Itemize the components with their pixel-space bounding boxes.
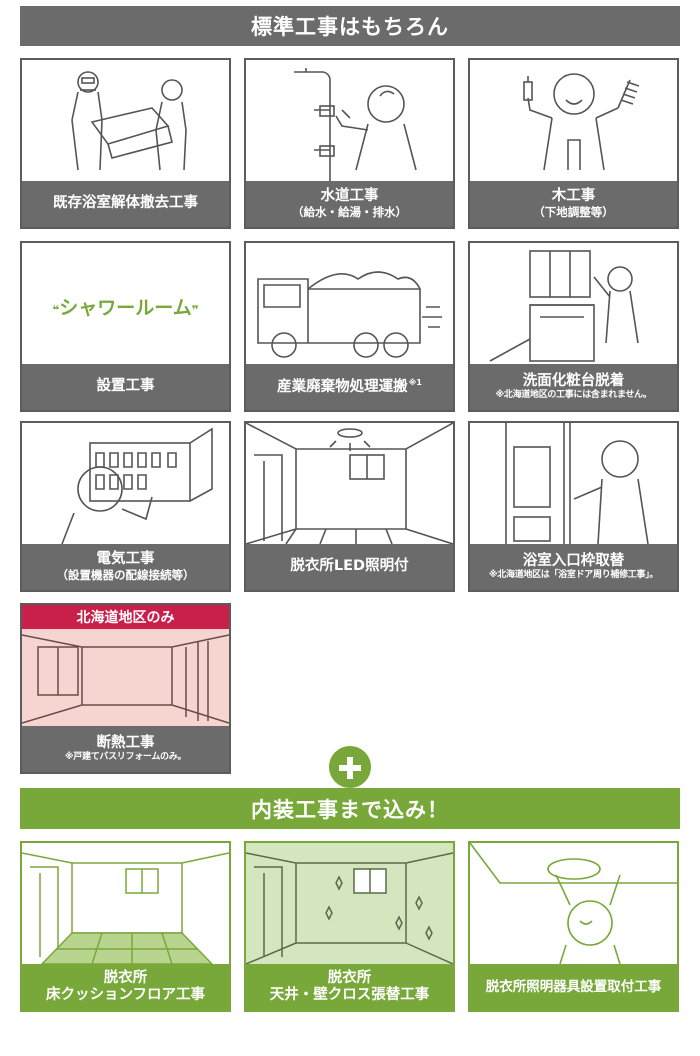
card-light-fixture: 脱衣所照明器具設置取付工事 — [468, 841, 679, 1012]
card-floor-cushion: 脱衣所 床クッションフロア工事 — [20, 841, 231, 1012]
electrician-illustration — [22, 423, 229, 544]
card-bath-entrance-frame: 浴室入口枠取替 ※北海道地区は「浴室ドア周り補修工事」。 — [468, 421, 679, 592]
card-label: 脱衣所 床クッションフロア工事 — [22, 964, 229, 1010]
card-label: 設置工事 — [22, 364, 229, 410]
room-floor-illustration — [22, 843, 229, 964]
card-label: 断熱工事 ※戸建てバスリフォームのみ。 — [22, 726, 229, 772]
card-label: 水道工事 （給水・給湯・排水） — [246, 181, 453, 227]
room-wallpaper-illustration — [246, 843, 453, 964]
card-label: 脱衣所照明器具設置取付工事 — [470, 964, 677, 1010]
worker-installing-light-illustration — [470, 843, 677, 964]
card-installation: ❝シャワールーム❞ 設置工事 — [20, 241, 231, 412]
room-illustration — [22, 605, 229, 726]
plus-icon — [326, 743, 374, 791]
sparkle-icon: ❞ — [191, 303, 199, 317]
door-frame-worker-illustration — [470, 423, 677, 544]
shower-room-logo: ❝シャワールーム❞ — [52, 297, 199, 319]
interior-work-header: 内装工事まで込み！ — [20, 788, 680, 829]
standard-work-header: 標準工事はもちろん — [20, 6, 680, 46]
card-label: 脱衣所 天井・壁クロス張替工事 — [246, 964, 453, 1010]
worker-with-tools-illustration — [470, 60, 677, 181]
room-with-ceiling-light-illustration — [246, 423, 453, 544]
workers-carrying-bathtub-illustration — [22, 60, 229, 181]
card-electrical: 電気工事 （設置機器の配線接続等） — [20, 421, 231, 592]
standard-work-title: 標準工事はもちろん — [251, 15, 449, 39]
card-insulation: 北海道地区のみ 断熱工事 ※戸建てバスリフォームのみ。 — [20, 603, 231, 774]
shower-room-logo-area: ❝シャワールーム❞ — [22, 243, 229, 364]
card-label: 浴室入口枠取替 ※北海道地区は「浴室ドア周り補修工事」。 — [470, 544, 677, 590]
card-label: 脱衣所LED照明付 — [246, 544, 453, 590]
card-plumbing: 水道工事 （給水・給湯・排水） — [244, 58, 455, 229]
card-label: 洗面化粧台脱着 ※北海道地区の工事には含まれません。 — [470, 364, 677, 410]
hokkaido-only-badge: 北海道地区のみ — [22, 605, 229, 629]
plumber-with-pipe-illustration — [246, 60, 453, 181]
card-vanity-removal: 洗面化粧台脱着 ※北海道地区の工事には含まれません。 — [468, 241, 679, 412]
card-label: 木工事 （下地調整等） — [470, 181, 677, 227]
card-led-lighting: 脱衣所LED照明付 — [244, 421, 455, 592]
card-label: 電気工事 （設置機器の配線接続等） — [22, 544, 229, 590]
card-demolition: 既存浴室解体撤去工事 — [20, 58, 231, 229]
card-waste-transport: 産業廃棄物処理運搬※1 — [244, 241, 455, 412]
truck-illustration — [246, 243, 453, 364]
card-label: 産業廃棄物処理運搬※1 — [246, 364, 453, 410]
card-wallpaper: 脱衣所 天井・壁クロス張替工事 — [244, 841, 455, 1012]
sparkle-icon: ❝ — [52, 303, 60, 317]
vanity-and-worker-illustration — [470, 243, 677, 364]
card-label: 既存浴室解体撤去工事 — [22, 181, 229, 227]
interior-work-title: 内装工事まで込み！ — [251, 797, 449, 822]
card-carpentry: 木工事 （下地調整等） — [468, 58, 679, 229]
